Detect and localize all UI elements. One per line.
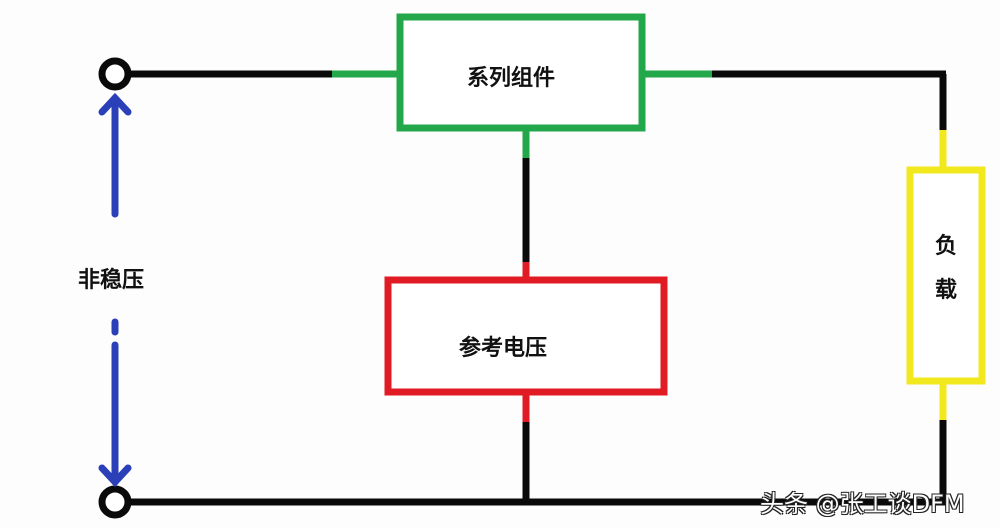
top-terminal-icon bbox=[98, 57, 132, 91]
reference-voltage-label: 参考电压 bbox=[459, 336, 548, 361]
load-block bbox=[906, 166, 986, 385]
reference-voltage-block bbox=[384, 276, 668, 396]
arrow-up-icon bbox=[98, 92, 132, 218]
load-label-char-2: 载 bbox=[935, 278, 958, 303]
arrow-down-icon bbox=[98, 318, 132, 488]
load-label-char-1: 负 bbox=[935, 234, 958, 259]
bottom-terminal-icon bbox=[98, 485, 132, 519]
series-element-label: 系列组件 bbox=[467, 66, 556, 91]
watermark: 头条 @张工谈DFM bbox=[760, 490, 965, 518]
unregulated-input-label: 非稳压 bbox=[78, 268, 145, 293]
